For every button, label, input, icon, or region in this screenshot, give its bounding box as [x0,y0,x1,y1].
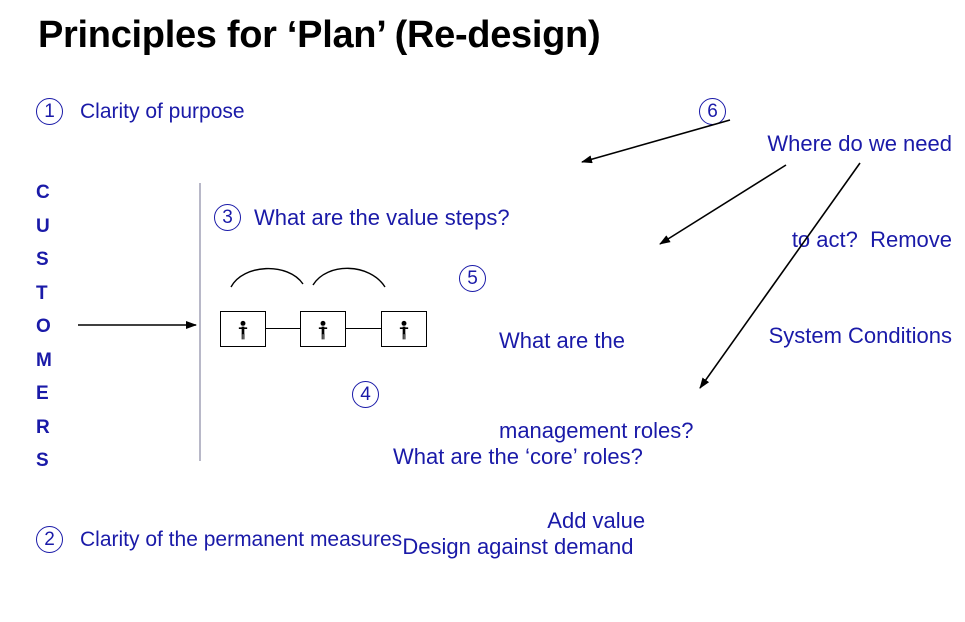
item-6-block: Where do we need to act? Remove System C… [660,64,952,416]
value-step-arc-2 [312,267,386,288]
item-5-block: What are the management roles? Add value [499,266,693,596]
person-icon [318,320,328,340]
item-6-line-2: to act? Remove [791,227,952,252]
value-step-arc-1 [230,267,304,288]
item-4-line-1: What are the ‘core’ roles? [393,444,643,469]
item-3-number: 3 [214,204,241,231]
process-step-box-2 [300,311,346,347]
item-6-line-1: Where do we need [767,131,952,156]
slide-canvas: Principles for ‘Plan’ (Re-design) 1 Clar… [36,14,952,559]
page-title: Principles for ‘Plan’ (Re-design) [38,14,601,56]
process-connector-1 [266,328,300,330]
item-3-label: What are the value steps? [254,205,510,230]
process-step-box-1 [220,311,266,347]
item-5-line-3: Add value [547,508,646,533]
person-icon [399,320,409,340]
item-2-label: Clarity of the permanent measures [80,528,403,551]
item-5-line-1: What are the [499,328,625,353]
item-5-line-2: management roles? [499,418,694,443]
item-4-line-2: Design against demand [402,534,634,559]
item-4-number: 4 [352,381,379,408]
item-1-label: Clarity of purpose [80,100,245,123]
item-6-line-3: System Conditions [768,323,952,348]
item-4-block: What are the ‘core’ roles? Design agains… [393,382,643,622]
process-connector-2 [346,328,381,330]
person-icon [238,320,248,340]
item-2-number: 2 [36,526,63,553]
vertical-divider [199,183,201,461]
item-5-number: 5 [459,265,486,292]
item-1-number: 1 [36,98,63,125]
process-step-box-3 [381,311,427,347]
